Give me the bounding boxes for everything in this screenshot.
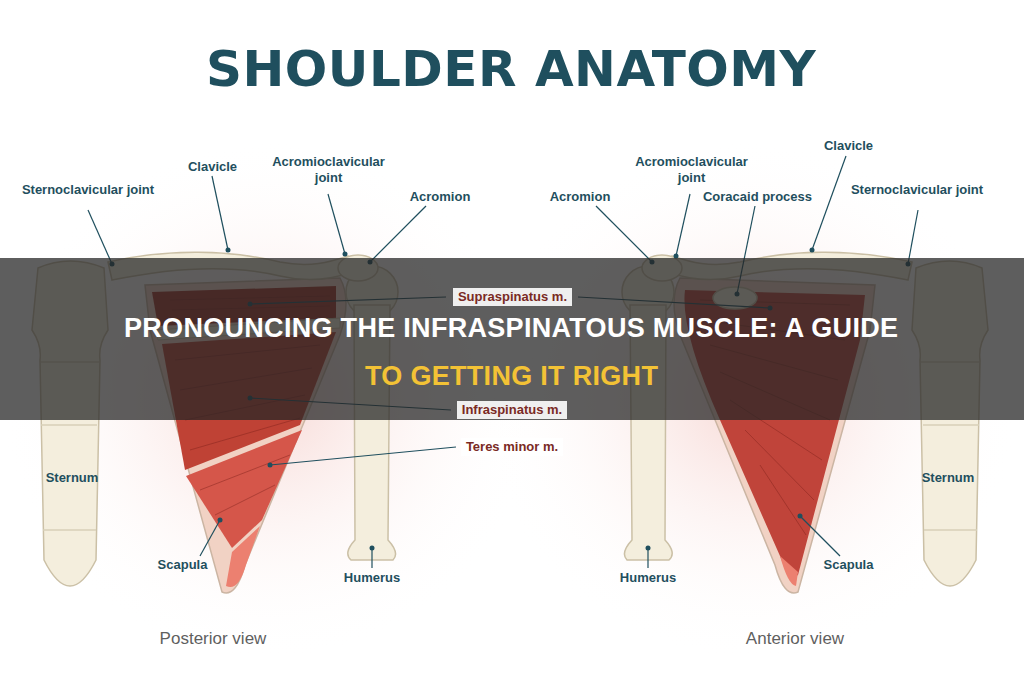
muscle-label: Teres minor m. bbox=[461, 438, 563, 456]
muscle-tip bbox=[780, 556, 798, 586]
part-label: Acromioclavicular joint bbox=[261, 154, 396, 185]
muscle-label: Supraspinatus m. bbox=[453, 288, 572, 306]
banner-subheading: TO GETTING IT RIGHT bbox=[365, 360, 660, 392]
part-label: Clavicle bbox=[823, 138, 874, 154]
part-label: Coracaid process bbox=[702, 189, 813, 205]
view-caption: Anterior view bbox=[745, 629, 845, 649]
part-label: Sternoclavicular joint bbox=[850, 182, 984, 198]
muscle-label: Infraspinatus m. bbox=[457, 401, 567, 419]
part-label: Scapula bbox=[157, 557, 208, 573]
part-label: Acromion bbox=[549, 189, 611, 205]
muscle-tip bbox=[226, 526, 260, 587]
part-label: Acromioclavicular joint bbox=[624, 154, 759, 185]
part-label: Humerus bbox=[343, 570, 401, 586]
part-label: Clavicle bbox=[187, 159, 238, 175]
part-label: Sternum bbox=[921, 470, 975, 486]
part-label: Sternoclavicular joint bbox=[21, 182, 155, 198]
part-label: Acromion bbox=[409, 189, 471, 205]
part-label: Sternum bbox=[45, 470, 99, 486]
diagram-title: SHOULDER ANATOMY bbox=[206, 41, 818, 99]
part-label: Humerus bbox=[619, 570, 677, 586]
part-label: Scapula bbox=[823, 557, 874, 573]
view-caption: Posterior view bbox=[159, 629, 267, 649]
banner-heading: PRONOUNCING THE INFRASPINATOUS MUSCLE: A… bbox=[124, 312, 900, 344]
title-banner: PRONOUNCING THE INFRASPINATOUS MUSCLE: A… bbox=[0, 258, 1024, 420]
